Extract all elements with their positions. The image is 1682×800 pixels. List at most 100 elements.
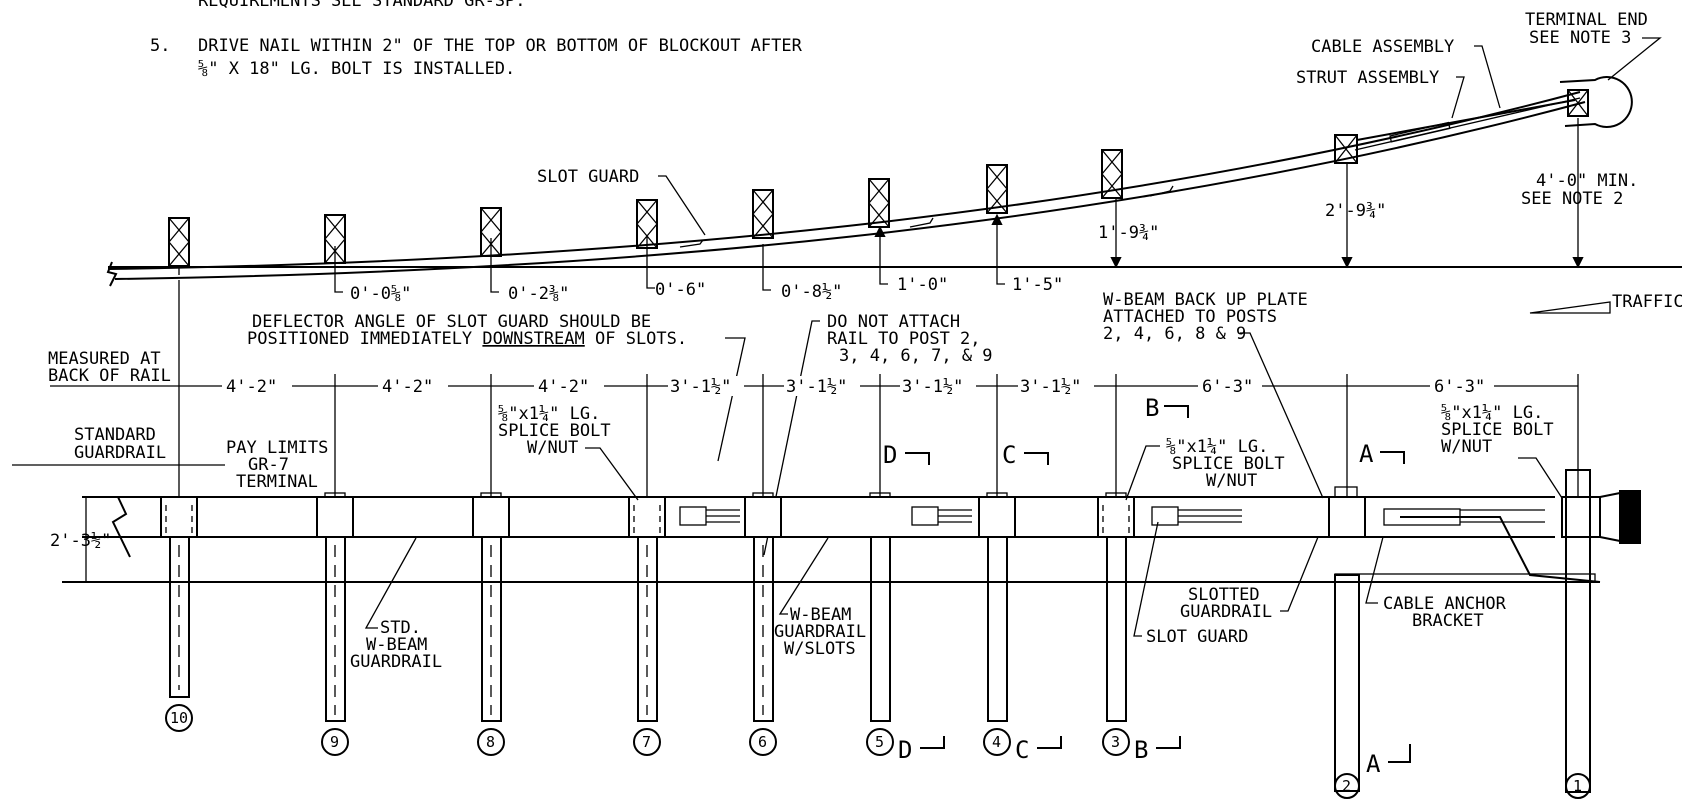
strut-assembly-leader — [1451, 76, 1465, 119]
splice-bolt-b-line-2: SPLICE BOLT — [1172, 454, 1285, 474]
section-a-top: A — [1359, 440, 1374, 468]
cable-anchor-leader — [1365, 536, 1384, 604]
plan-cable-bracket — [1389, 121, 1451, 143]
elevation-post-5 — [870, 536, 891, 722]
post-number-6: 6 — [758, 733, 767, 751]
cable-assembly-label: CABLE ASSEMBLY — [1311, 37, 1454, 57]
section-b-bottom-arrow — [1156, 736, 1181, 749]
elevation-post-4 — [987, 536, 1008, 722]
post-cap-2 — [1334, 486, 1358, 498]
splice-plate-1 — [679, 506, 707, 526]
see-note-3-label: SEE NOTE 3 — [1529, 28, 1631, 48]
cable-anchor-line-2: BRACKET — [1412, 611, 1484, 631]
plan-post-6 — [752, 189, 774, 239]
splice-bolt-c-line-3: W/NUT — [1441, 437, 1492, 457]
offset-label-post-3: 1'-9¾" — [1098, 223, 1159, 243]
slots-beam-line-3: W/SLOTS — [784, 639, 856, 659]
slotted-guardrail-line-1: SLOTTED — [1188, 585, 1260, 605]
plan-post-3 — [1101, 149, 1123, 199]
plan-post-1-x — [1567, 89, 1589, 117]
splice-bolt-c-line-1: ⅝"x1¼" LG. — [1441, 403, 1543, 423]
traffic-label: TRAFFIC — [1612, 292, 1682, 312]
slots-beam-line-1: W-BEAM — [790, 605, 851, 625]
section-b-bottom: B — [1134, 736, 1148, 764]
splice-bolt-a-leader — [585, 447, 639, 501]
elevation-post-1 — [1565, 469, 1591, 793]
post-cap-8 — [480, 492, 502, 498]
splice-plate-3 — [1151, 506, 1179, 526]
terminal-impact-face — [1619, 490, 1641, 544]
deflector-note-line-1: DEFLECTOR ANGLE OF SLOT GUARD SHOULD BE — [252, 312, 651, 332]
offset-arrow-1 — [1572, 257, 1584, 269]
splice-plate-2 — [911, 506, 939, 526]
rail-height-label: 2'-3½" — [50, 531, 111, 551]
pay-limits-line-1: PAY LIMITS — [226, 438, 328, 458]
plan-post-10 — [168, 217, 190, 267]
offset-leader-4 — [996, 218, 1005, 285]
offset-arrow-4 — [991, 213, 1003, 225]
strut-assembly-label: STRUT ASSEMBLY — [1296, 68, 1439, 88]
blockout-2 — [1328, 496, 1366, 538]
traffic-arrow — [1529, 301, 1611, 314]
section-c-top: C — [1002, 441, 1016, 469]
plan-slot-guard-1 — [679, 239, 704, 248]
section-a-bottom-arrow — [1388, 744, 1411, 763]
terminal-head-nose — [1599, 491, 1621, 543]
plan-post-5 — [868, 178, 890, 228]
backup-plate-line-2: ATTACHED TO POSTS — [1103, 307, 1277, 327]
post-number-3: 3 — [1111, 733, 1120, 751]
post-number-10: 10 — [170, 709, 188, 727]
offset-label-post-5: 1'-0" — [897, 275, 948, 295]
post-number-8: 8 — [486, 733, 495, 751]
cable-anchor-line-1: CABLE ANCHOR — [1383, 594, 1507, 614]
ground-strut — [1334, 573, 1596, 583]
splice-slots-2 — [938, 509, 972, 523]
std-beam-line-1: STD. — [380, 618, 421, 638]
post-cap-3 — [1105, 492, 1127, 498]
spacing-6-5: 3'-1½" — [786, 377, 847, 397]
splice-bolt-a-line-1: ⅝"x1¼" LG. — [498, 404, 600, 424]
do-not-attach-line-2: RAIL TO POST 2, — [827, 329, 981, 349]
terminal-end-leader — [1607, 37, 1662, 81]
plan-strut — [1356, 99, 1576, 141]
blockout-9 — [316, 496, 354, 538]
cable-assembly-leader — [1474, 45, 1501, 109]
deflector-note-line-2: POSITIONED IMMEDIATELY DOWNSTREAM OF SLO… — [247, 329, 687, 349]
min-height-label-1: 4'-0" MIN. — [1536, 171, 1638, 191]
slot-guard-bottom-leader — [1133, 521, 1159, 637]
pay-limits-line-3: TERMINAL — [236, 472, 318, 492]
spacing-5-4: 3'-1½" — [902, 377, 963, 397]
plan-cable — [1354, 97, 1581, 151]
std-beam-line-3: GUARDRAIL — [350, 652, 442, 672]
section-b-arrow — [1164, 405, 1189, 418]
section-a-arrow — [1380, 451, 1405, 464]
terminal-head-body — [1561, 496, 1601, 538]
spacing-8-7: 4'-2" — [538, 377, 589, 397]
plan-slot-guard-2 — [909, 217, 934, 228]
post-number-circle-1 — [1565, 773, 1591, 799]
plan-rail-lower — [114, 101, 1586, 280]
splice-bolt-b-leader — [1125, 445, 1160, 501]
deflector-leader — [717, 337, 746, 462]
offset-arrow-2 — [1341, 257, 1353, 269]
offset-label-post-6: 0'-8½" — [781, 282, 842, 302]
post-number-4: 4 — [992, 733, 1001, 751]
elevation-posts — [160, 469, 1641, 793]
terminal-cable — [1400, 516, 1601, 583]
offset-arrow-5 — [874, 225, 886, 237]
post-number-circle-4 — [983, 728, 1011, 756]
post-number-5: 5 — [875, 733, 884, 751]
post-cap-4 — [986, 492, 1008, 498]
blockout-8 — [472, 496, 510, 538]
do-not-attach-line-1: DO NOT ATTACH — [827, 312, 960, 332]
plan-post-1 — [1567, 89, 1589, 117]
standard-guardrail-line-2: GUARDRAIL — [74, 443, 166, 463]
blockout-7 — [628, 496, 666, 538]
elevation-post-2 — [1334, 574, 1360, 792]
plan-terminal-head — [1559, 76, 1633, 128]
offset-leader-5 — [879, 230, 888, 285]
blockout-10 — [160, 496, 198, 538]
splice-bolt-b-line-1: ⅝"x1¼" LG. — [1166, 437, 1268, 457]
blockout-3 — [1097, 496, 1135, 538]
